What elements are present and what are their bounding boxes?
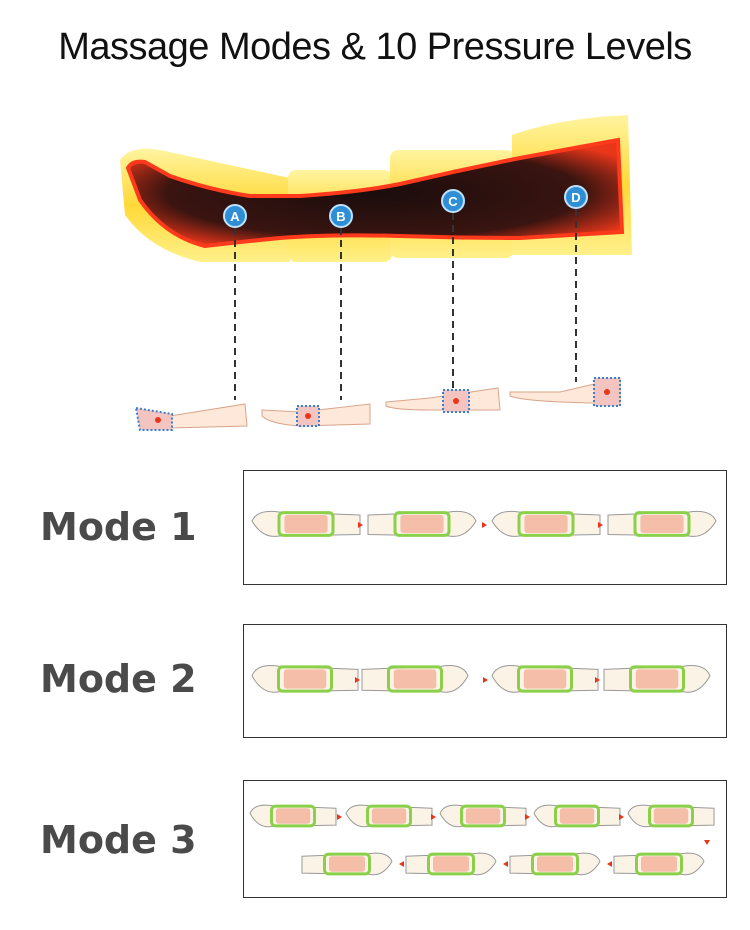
mini-leg-d (509, 377, 621, 407)
mode-2-sequence (251, 665, 711, 693)
zone-connector-lines (234, 209, 577, 400)
mode-1-arrow-2 (482, 522, 487, 528)
mode-3-step-1 (249, 804, 337, 828)
mode-1-step-3 (491, 510, 601, 537)
page-title: Massage Modes & 10 Pressure Levels (58, 26, 692, 68)
mode-2-step-1 (251, 665, 359, 693)
mode-3-label: Mode 3 (40, 818, 197, 862)
zone-marker-d: D (564, 185, 588, 209)
leg-heat-silhouette (125, 137, 625, 249)
mini-leg-c (385, 387, 501, 413)
mode-3-sequence (249, 804, 715, 876)
mode-3-step-4 (533, 804, 621, 828)
mode-3-step-5 (627, 804, 715, 828)
zone-marker-c-letter: C (448, 194, 458, 209)
mode-3-arrow-4 (619, 814, 624, 820)
mode-3-step-9 (613, 852, 705, 876)
mode-3-arrow-3 (525, 814, 530, 820)
mode-3-step-7 (405, 852, 497, 876)
zone-marker-c: C (441, 189, 465, 213)
mini-leg-a (134, 403, 248, 431)
mode-3-step-2 (345, 804, 433, 828)
zone-marker-a: A (223, 204, 247, 228)
mode-1-step-2 (367, 510, 477, 537)
mode-1-step-4 (607, 510, 717, 537)
mode-3-arrow-6 (503, 861, 508, 867)
mode-1-diagram (243, 470, 727, 585)
mode-2-arrow-3 (595, 677, 600, 683)
mode-1-label: Mode 1 (40, 505, 197, 549)
mode-2-step-2 (361, 665, 469, 693)
mode-3-diagram (243, 780, 727, 898)
mode-3-arrow-5 (399, 861, 404, 867)
mode-3-arrow-7 (607, 861, 612, 867)
mode-1-arrow-1 (358, 522, 363, 528)
mode-3-arrow-2 (431, 814, 436, 820)
zone-marker-b: B (329, 204, 353, 228)
mode-2-step-4 (603, 665, 711, 693)
mode-3-arrow-down (704, 840, 710, 845)
mode-2-label: Mode 2 (40, 657, 197, 701)
mini-leg-b (261, 403, 371, 427)
mode-3-arrow-1 (337, 814, 342, 820)
mode-2-arrow-2 (483, 677, 488, 683)
mode-3-step-8 (509, 852, 601, 876)
mode-2-step-3 (491, 665, 599, 693)
mode-2-arrow-1 (355, 677, 360, 683)
mode-3-step-3 (439, 804, 527, 828)
mode-1-arrow-3 (598, 522, 603, 528)
zone-marker-b-letter: B (336, 209, 345, 224)
mode-1-step-1 (251, 510, 361, 537)
mode-2-diagram (243, 624, 727, 738)
zone-marker-a-letter: A (230, 209, 240, 224)
zone-marker-d-letter: D (571, 190, 580, 205)
mode-1-sequence (251, 510, 717, 537)
leg-sleeve-illustration: A B C D (120, 115, 632, 431)
mode-3-step-6 (301, 852, 393, 876)
